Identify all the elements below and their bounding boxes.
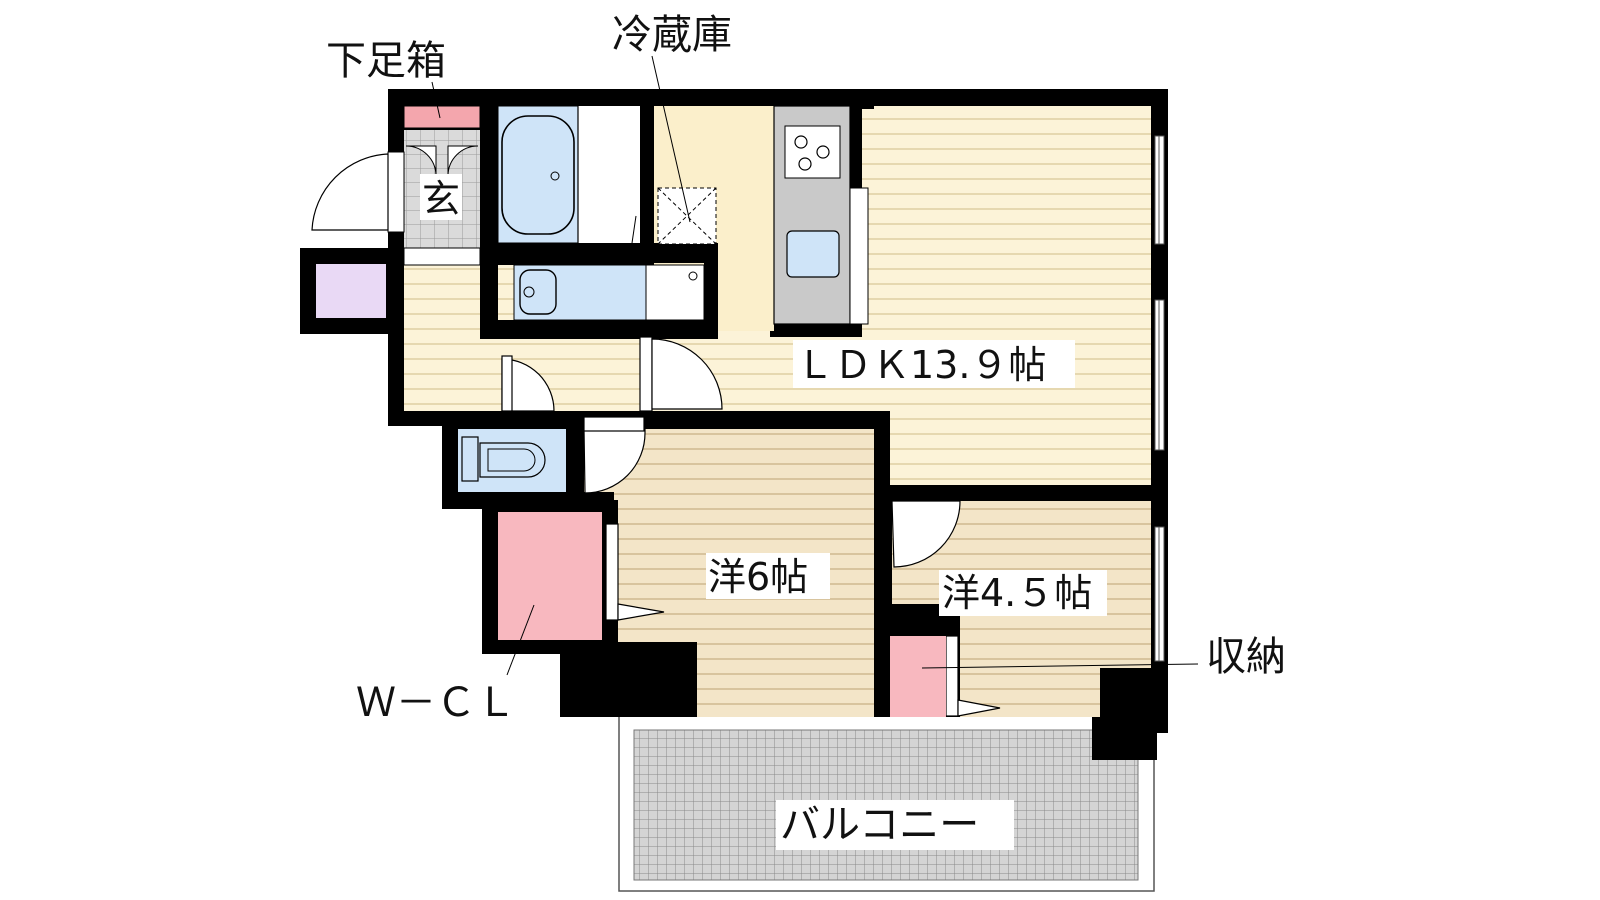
bathroom (497, 105, 640, 244)
kitchen-counter (773, 105, 869, 325)
washroom (513, 264, 705, 321)
western-6-label: 洋6帖 (708, 555, 808, 599)
interior-doors (501, 336, 1001, 717)
front-door (311, 151, 405, 233)
balcony (618, 713, 1155, 892)
ldk-label: ＬＤＫ13.９帖 (796, 343, 1046, 387)
ldk-upper-floor (862, 106, 1151, 485)
purple-storage (316, 264, 386, 318)
toilet (458, 429, 566, 492)
balcony-label: バルコニー (780, 802, 979, 848)
storage-label: 収納 (1206, 634, 1286, 680)
shoe-box-label: 下足箱 (326, 38, 446, 84)
leader-lines (431, 55, 1199, 676)
walk-in-closet (498, 512, 602, 640)
entrance-label: 玄 (422, 177, 460, 221)
fridge-space (657, 187, 717, 245)
shoe-box (403, 105, 481, 129)
fridge-label: 冷蔵庫 (612, 12, 732, 58)
storage-closet (890, 636, 946, 717)
wcl-label: Ｗ－ＣＬ (356, 680, 516, 726)
western-45-label: 洋4.５帖 (942, 571, 1092, 615)
windows (1154, 135, 1165, 662)
